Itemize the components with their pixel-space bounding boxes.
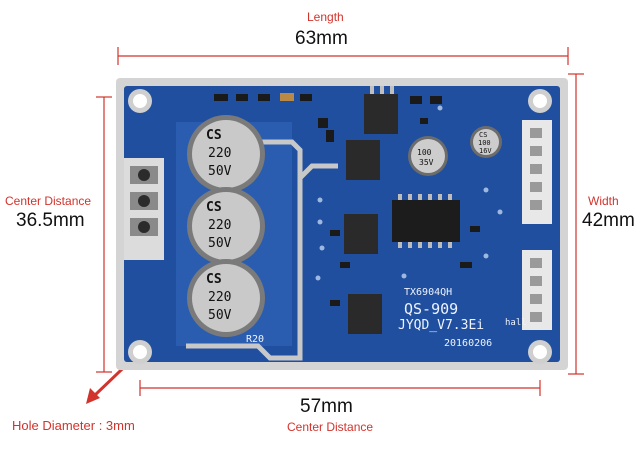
small-cap-brand: CS	[479, 131, 488, 139]
signal-connector	[522, 120, 552, 224]
date-label: 20160206	[444, 338, 493, 349]
mosfets	[344, 86, 398, 334]
hall-connector	[522, 250, 552, 330]
small-cap-voltage: 16V	[479, 147, 492, 155]
cap2-rating: 220	[208, 218, 232, 233]
width-title: Width	[588, 194, 619, 208]
hole-diameter-label: Hole Diameter : 3mm	[12, 418, 135, 433]
dimension-lines	[96, 47, 584, 396]
chip-label: TX6904QH	[404, 287, 453, 298]
cap1-rating: 220	[208, 146, 232, 161]
bottom-distance-value: 57mm	[300, 396, 353, 417]
small-capacitors	[408, 126, 502, 176]
cap1-voltage: 50V	[208, 164, 232, 179]
controller-ic	[392, 194, 460, 248]
mounting-holes	[128, 89, 552, 364]
hall-label: hall	[505, 318, 527, 328]
cap3-rating: 220	[208, 290, 232, 305]
length-title: Length	[307, 10, 344, 24]
smd-components	[214, 93, 480, 306]
cap1-brand: CS	[206, 128, 222, 143]
capacitor-1	[187, 115, 265, 193]
cap100-voltage: 35V	[419, 158, 434, 167]
vias	[315, 105, 503, 281]
cap100-rating: 100	[417, 148, 432, 157]
center-distance-left-value: 36.5mm	[16, 210, 85, 231]
cap2-voltage: 50V	[208, 236, 232, 251]
model-label: QS-909	[404, 300, 459, 318]
capacitor-3	[187, 259, 265, 337]
version-label: JYQD_V7.3Ei	[398, 318, 485, 333]
width-value: 42mm	[582, 210, 635, 231]
small-cap-rating: 100	[478, 139, 491, 147]
capacitor-2	[187, 187, 265, 265]
cap2-brand: CS	[206, 200, 222, 215]
jumper-wire	[186, 139, 303, 361]
center-distance-left-title: Center Distance	[5, 194, 92, 208]
cap3-voltage: 50V	[208, 308, 232, 323]
bottom-distance-title: Center Distance	[287, 420, 374, 434]
resistor-label: R20	[246, 334, 265, 345]
cap3-brand: CS	[206, 272, 222, 287]
length-value: 63mm	[295, 28, 348, 49]
